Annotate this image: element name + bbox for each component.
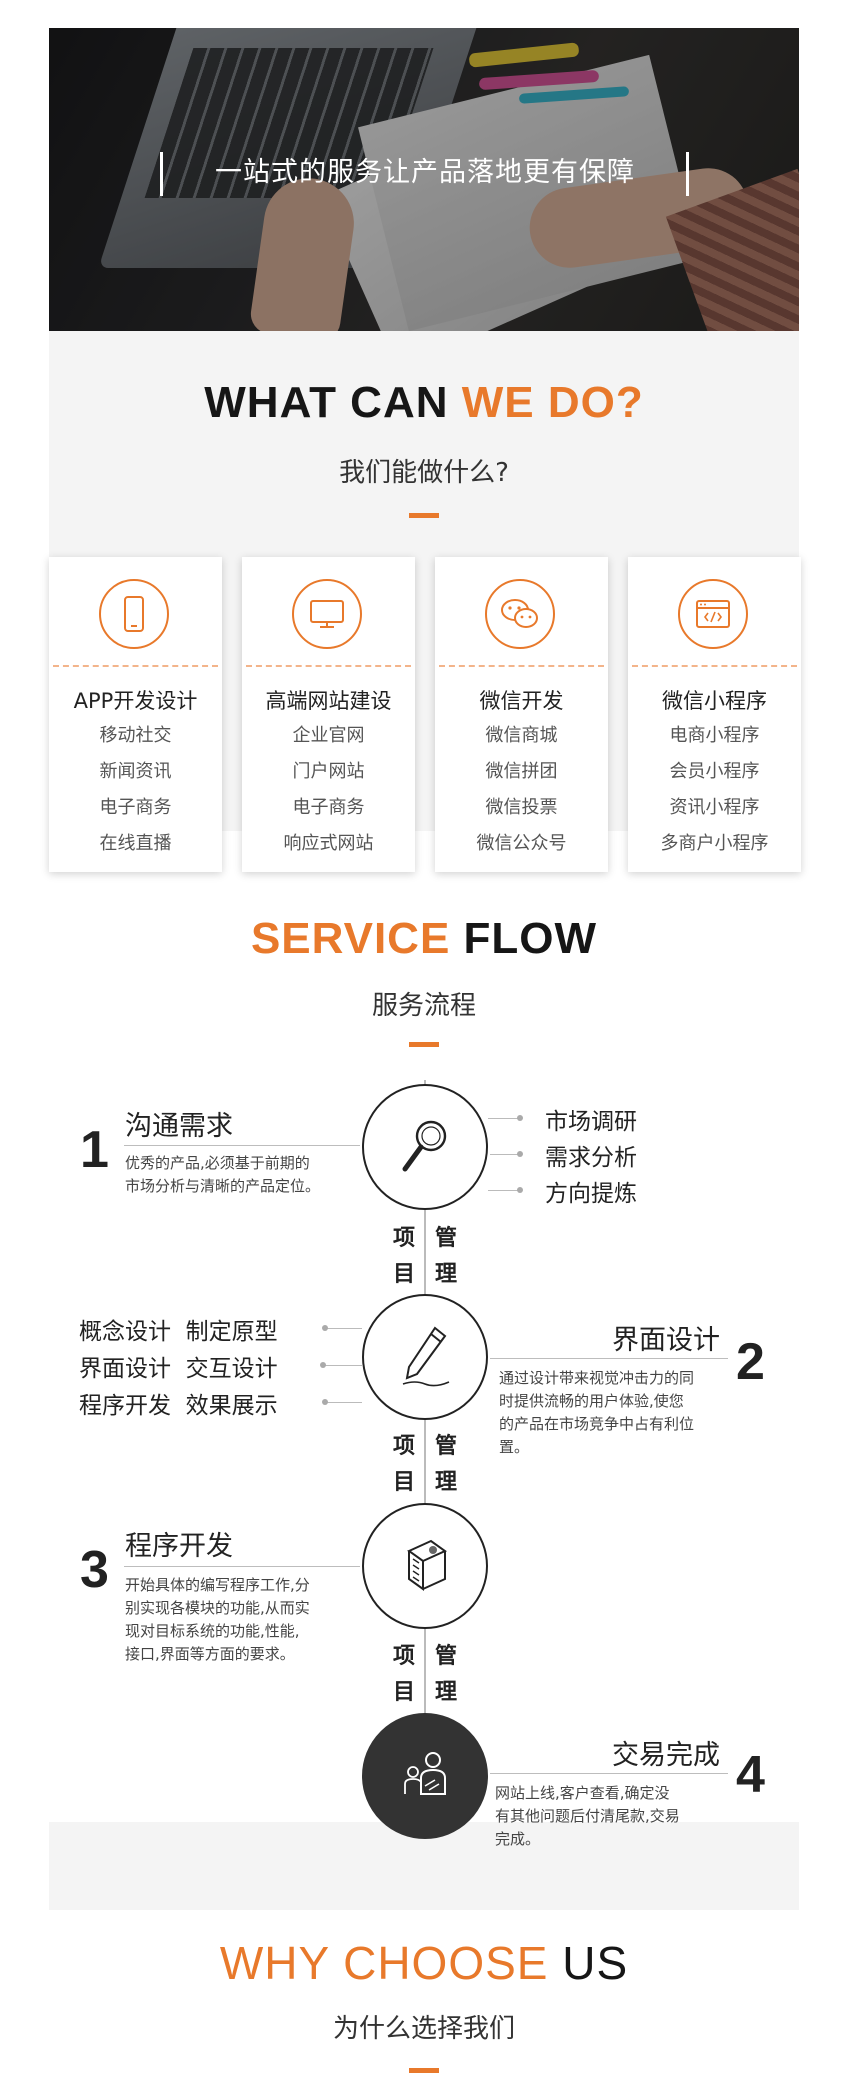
card-title: 高端网站建设 [265, 689, 392, 713]
stack-icon [407, 1539, 447, 1591]
service-card-website[interactable]: 高端网站建设 企业官网 门户网站 电子商务 响应式网站 [242, 557, 415, 872]
management-label: 管 [434, 1226, 457, 1251]
step-4-underline [490, 1773, 728, 1774]
card-title: 微信小程序 [662, 689, 767, 713]
phone-icon [99, 579, 169, 649]
card-item: 微信投票 [485, 797, 558, 818]
section-accent-bar [409, 1042, 439, 1047]
step-3-node [362, 1503, 488, 1629]
step-2-list-item: 程序开发 效果展示 [79, 1393, 278, 1419]
card-item: 企业官网 [292, 725, 365, 746]
management-label: 目 [392, 1262, 415, 1287]
section-accent-bar [409, 2068, 439, 2073]
step-2-underline [490, 1358, 728, 1359]
step-1-desc: 优秀的产品,必须基于前期的市场分析与清晰的产品定位。 [125, 1154, 321, 1195]
step-1-list-item: 市场调研 [545, 1109, 637, 1135]
step-4-desc: 网站上线,客户查看,确定没有其他问题后付清尾款,交易完成。 [495, 1784, 680, 1848]
management-label: 项 [392, 1434, 415, 1459]
card-item: 电商小程序 [669, 725, 760, 746]
management-label: 目 [392, 1470, 415, 1495]
card-title: 微信开发 [479, 689, 564, 713]
step-3-title: 程序开发 [125, 1531, 233, 1562]
management-label: 管 [434, 1434, 457, 1459]
why-choose-subtitle: 为什么选择我们 [332, 2014, 515, 2044]
management-label: 理 [434, 1470, 457, 1495]
handshake-icon [404, 1752, 446, 1795]
card-item: 微信拼团 [485, 761, 558, 782]
what-we-do-title: WHAT CAN WE DO? [204, 378, 644, 427]
step-2-number: 2 [736, 1333, 765, 1391]
step-4-node [362, 1713, 488, 1839]
why-choose-title: WHY CHOOSE US [219, 1937, 629, 1989]
hero-slogan: 一站式的服务让产品落地更有保障 [215, 157, 635, 188]
management-label: 目 [392, 1680, 415, 1705]
card-item: 移动社交 [99, 725, 172, 746]
service-flow-title: SERVICE FLOW [250, 914, 598, 963]
flow-timeline [424, 1080, 426, 1800]
card-item: 门户网站 [292, 761, 365, 782]
card-item: 微信公众号 [476, 833, 567, 854]
pen-icon [402, 1326, 450, 1387]
service-card-miniprogram[interactable]: 微信小程序 电商小程序 会员小程序 资讯小程序 多商户小程序 [628, 557, 801, 872]
management-label: 管 [434, 1644, 457, 1669]
card-item: 多商户小程序 [660, 833, 769, 854]
service-card-app[interactable]: APP开发设计 移动社交 新闻资讯 电子商务 在线直播 [49, 557, 222, 872]
step-4-number: 4 [736, 1746, 765, 1804]
step-3-underline [124, 1566, 360, 1567]
card-item: 微信商城 [485, 725, 558, 746]
management-label: 项 [392, 1644, 415, 1669]
section-accent-bar [409, 513, 439, 518]
step-2-list-item: 概念设计 制定原型 [79, 1319, 278, 1345]
card-item: 电子商务 [99, 797, 172, 818]
step-1-list-item: 方向提炼 [545, 1181, 637, 1207]
step-1-title: 沟通需求 [125, 1111, 233, 1142]
card-item: 电子商务 [292, 797, 365, 818]
step-2-title: 界面设计 [612, 1325, 720, 1356]
monitor-icon [292, 579, 362, 649]
step-1-list-item: 需求分析 [545, 1145, 637, 1171]
service-card-wechat[interactable]: 微信开发 微信商城 微信拼团 微信投票 微信公众号 [435, 557, 608, 872]
magnifier-icon [402, 1120, 447, 1172]
card-item: 会员小程序 [669, 761, 760, 782]
card-item: 在线直播 [99, 833, 172, 854]
management-label: 理 [434, 1262, 457, 1287]
what-we-do-subtitle: 我们能做什么? [339, 458, 509, 488]
service-flow-subtitle: 服务流程 [371, 991, 476, 1021]
step-2-node [362, 1294, 488, 1420]
wechat-icon [485, 579, 555, 649]
hero-banner [49, 28, 799, 331]
step-2-desc: 通过设计带来视觉冲击力的同时提供流畅的用户体验,使您的产品在市场竞争中占有利位置… [499, 1369, 695, 1456]
hero-divider-right [686, 152, 689, 196]
step-1-underline [124, 1145, 360, 1146]
step-3-number: 3 [80, 1541, 109, 1599]
card-title: APP开发设计 [73, 689, 198, 713]
step-1-number: 1 [80, 1121, 109, 1179]
card-item: 新闻资讯 [99, 761, 172, 782]
code-window-icon [678, 579, 748, 649]
card-item: 响应式网站 [283, 833, 374, 854]
step-3-desc: 开始具体的编写程序工作,分别实现各模块的功能,从而实现对目标系统的功能,性能,接… [125, 1576, 310, 1663]
management-label: 项 [392, 1226, 415, 1251]
step-4-title: 交易完成 [612, 1740, 720, 1771]
step-1-node [362, 1084, 488, 1210]
hero-divider-left [160, 152, 163, 196]
management-label: 理 [434, 1680, 457, 1705]
step-2-list-item: 界面设计 交互设计 [79, 1356, 278, 1382]
card-item: 资讯小程序 [669, 797, 760, 818]
